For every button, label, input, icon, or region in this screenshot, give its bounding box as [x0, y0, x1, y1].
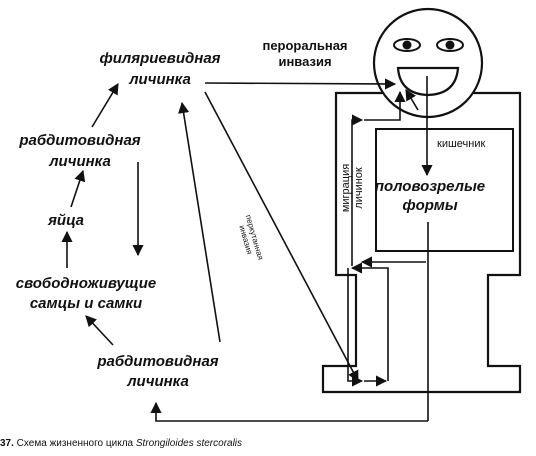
arrow-migration-to-mouth [364, 90, 406, 121]
arrow-rhabditiform-to-filariform [91, 83, 119, 128]
human-head [372, 7, 484, 119]
eggs-label: яйца [47, 212, 84, 229]
host-arrows [150, 76, 433, 422]
larval-migration-label-1: миграция [340, 164, 352, 212]
caption-species: Strongiloides stercoralis [136, 438, 242, 449]
arrow-upper-return [405, 89, 419, 111]
rhabditiform-larva-top-label-2: личинка [48, 153, 111, 170]
left-eye [393, 38, 421, 52]
filariform-larva-label-2: личинка [128, 71, 191, 88]
oral-invasion-label-1: пероральная [262, 38, 347, 53]
caption-text: Схема жизненного цикла [14, 438, 136, 449]
cycle-arrows [61, 78, 397, 382]
arrow-skin-to-ankle [347, 268, 364, 387]
human-figure [321, 7, 522, 394]
larval-migration-label: миграция личинок [340, 164, 365, 212]
adult-forms-label-2: формы [402, 197, 457, 214]
arrow-filariform-to-oral [204, 78, 397, 90]
filariform-larva-label-1: филяриевидная [100, 50, 221, 67]
oral-invasion-label-2: инвазия [278, 54, 331, 69]
arrow-rhabditiform-to-filariform-long [178, 101, 221, 343]
arrow-excretion-to-rhabditiform [150, 401, 428, 422]
rhabditiform-larva-top-label-1: рабдитовидная [18, 132, 140, 149]
intestine-label: кишечник [437, 138, 485, 150]
right-eye [436, 38, 464, 52]
figure-number: 37. [0, 438, 14, 449]
percutaneous-invasion-label: перкутанная инвазия [237, 214, 265, 261]
arrow-eggs-to-rhabditiform [70, 169, 86, 208]
adult-forms-label-1: половозрелые [375, 178, 485, 195]
arrow-leg-up-to-body [350, 262, 389, 381]
freeliving-adults-label-1: свободноживущие [16, 275, 157, 292]
figure-caption: 37. Схема жизненного цикла Strongiloides… [0, 438, 242, 449]
rhabditiform-larva-bottom-label-2: личинка [126, 373, 189, 390]
intestine-box [375, 128, 514, 252]
rhabditiform-larva-bottom-label-1: рабдитовидная [96, 353, 218, 370]
arrow-rhabditiform-to-freeliving-bottom [85, 315, 114, 346]
arrow-percutaneous-invasion [204, 91, 359, 382]
freeliving-adults-label-2: самцы и самки [30, 295, 142, 312]
larval-migration-label-2: личинок [353, 167, 365, 209]
mouth [396, 66, 460, 97]
arrow-migration-up [351, 114, 364, 266]
